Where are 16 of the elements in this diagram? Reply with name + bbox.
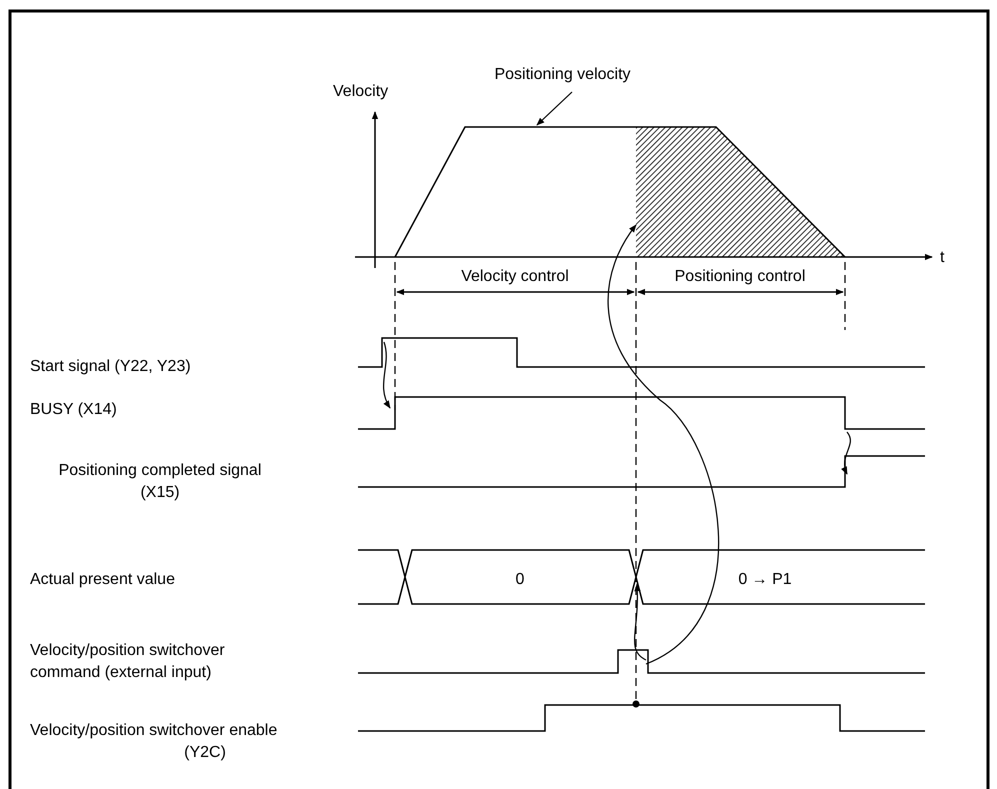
signal-label: Velocity/position switchover enable [30, 721, 278, 741]
signal-label: Velocity/position switchover command (external input) [30, 641, 226, 683]
velocity-profile-drawing [394, 126, 846, 258]
axis-label: Velocity [333, 82, 388, 102]
signal-label: BUSY (X14) [30, 400, 117, 420]
axis-label: t [940, 248, 944, 268]
signal-label: Start signal (Y22, Y23) [30, 357, 191, 377]
signal-label: (Y2C) [183, 743, 227, 763]
interval-label: Positioning control [674, 267, 806, 287]
curve-label: Positioning velocity [470, 64, 655, 86]
interval-label: Velocity control [460, 267, 570, 287]
signal-label: Actual present value [30, 570, 175, 590]
value-label: 0 → P1 [737, 570, 793, 590]
signal-label: Positioning completed signal (X15) [58, 461, 262, 503]
leader-line [536, 92, 572, 126]
value-label: 0 [514, 570, 526, 590]
